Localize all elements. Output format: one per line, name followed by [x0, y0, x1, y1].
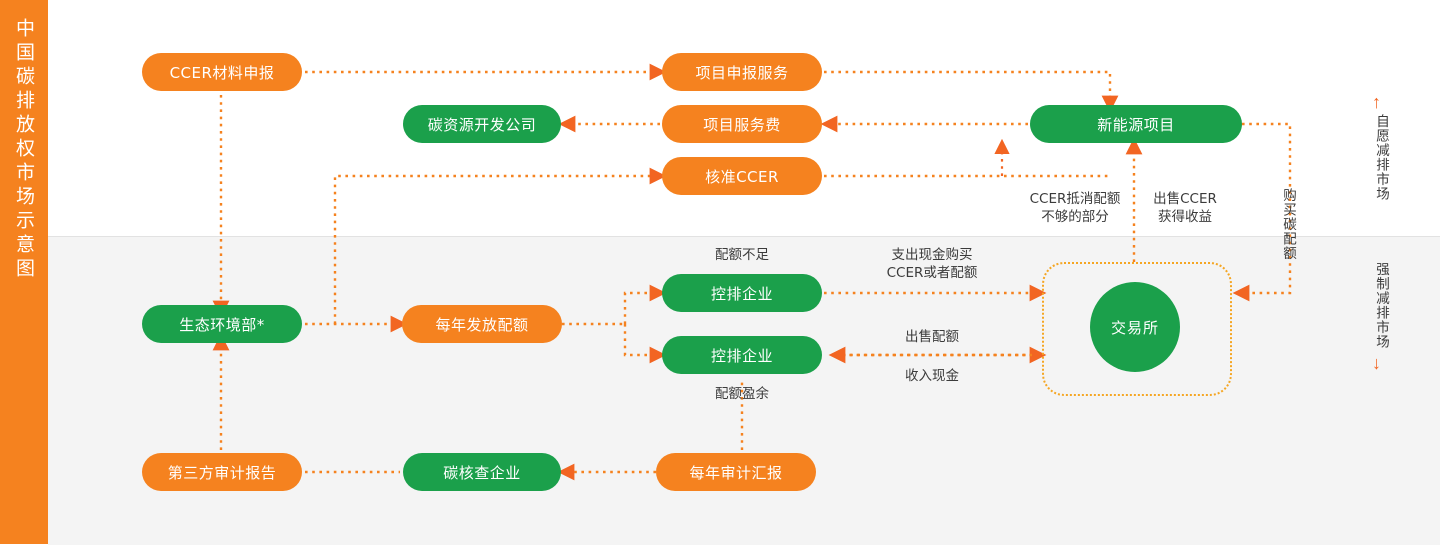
- node-label: 交易所: [1110, 318, 1159, 337]
- node-label: 控排企业: [710, 284, 773, 303]
- node-project-service[interactable]: 项目申报服务: [662, 53, 822, 91]
- label-quota-surplus: 配额盈余: [715, 386, 769, 402]
- label-sell-ccer: 出售CCER 获得收益: [1153, 191, 1217, 225]
- sidebar: 中国碳排放权市场示意图: [0, 0, 48, 544]
- node-annual-quota[interactable]: 每年发放配额: [402, 305, 562, 343]
- node-new-energy[interactable]: 新能源项目: [1030, 105, 1242, 143]
- label-buy-carbon-quota: 购买碳配额: [1280, 188, 1296, 261]
- node-label: 碳核查企业: [443, 463, 521, 482]
- node-ccer-apply[interactable]: CCER材料申报: [142, 53, 302, 91]
- node-label: 项目申报服务: [695, 63, 789, 82]
- label-receive-cash: 收入现金: [905, 368, 959, 384]
- node-third-party[interactable]: 第三方审计报告: [142, 453, 302, 491]
- node-moe[interactable]: 生态环境部*: [142, 305, 302, 343]
- node-label: 新能源项目: [1097, 115, 1175, 134]
- node-label: 第三方审计报告: [167, 463, 277, 482]
- mandatory-market-label: 强制减排市场: [1373, 262, 1389, 349]
- node-label: 每年审计汇报: [689, 463, 783, 482]
- node-approve-ccer[interactable]: 核准CCER: [662, 157, 822, 195]
- node-label: 项目服务费: [703, 115, 781, 134]
- node-label: CCER材料申报: [169, 63, 275, 82]
- node-label: 核准CCER: [705, 167, 779, 186]
- page-title: 中国碳排放权市场示意图: [13, 18, 35, 282]
- node-annual-audit[interactable]: 每年审计汇报: [656, 453, 816, 491]
- label-quota-shortage: 配额不足: [715, 247, 769, 263]
- node-exchange[interactable]: 交易所: [1090, 282, 1180, 372]
- node-company-1[interactable]: 控排企业: [662, 274, 822, 312]
- voluntary-market-arrow-icon: ↑: [1372, 92, 1381, 112]
- node-carbon-dev-co[interactable]: 碳资源开发公司: [403, 105, 561, 143]
- node-service-fee[interactable]: 项目服务费: [662, 105, 822, 143]
- node-verify-co[interactable]: 碳核查企业: [403, 453, 561, 491]
- mandatory-market-arrow-icon: ↓: [1372, 353, 1381, 373]
- exchange-frame: [1042, 262, 1232, 396]
- label-sell-quota: 出售配额: [905, 329, 959, 345]
- node-company-2[interactable]: 控排企业: [662, 336, 822, 374]
- label-ccer-offset: CCER抵消配额 不够的部分: [1029, 191, 1121, 225]
- node-label: 每年发放配额: [435, 315, 529, 334]
- label-pay-cash: 支出现金购买 CCER或者配额: [886, 247, 978, 281]
- node-label: 生态环境部*: [179, 315, 265, 334]
- node-label: 碳资源开发公司: [427, 115, 537, 134]
- node-label: 控排企业: [710, 346, 773, 365]
- voluntary-market-label: 自愿减排市场: [1373, 114, 1389, 201]
